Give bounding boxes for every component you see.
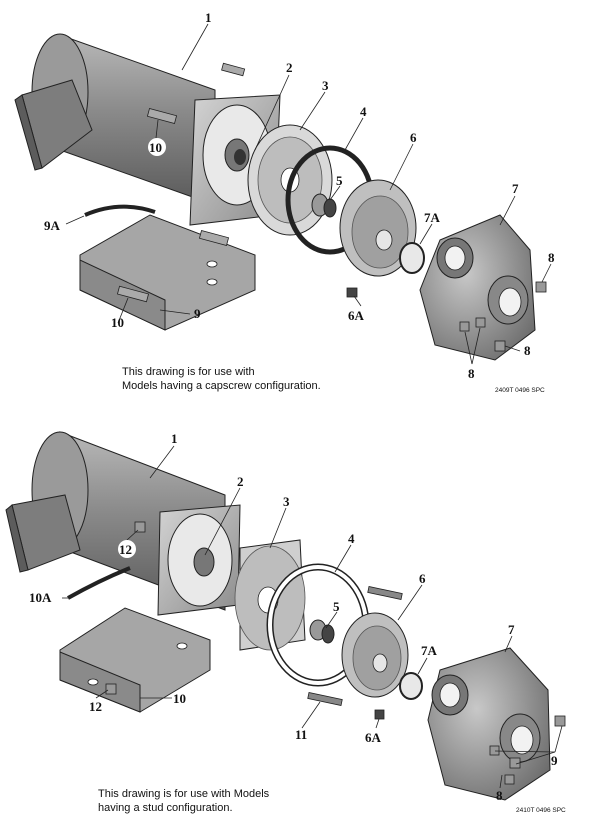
capscrew <box>116 62 246 303</box>
callout-bolt-top: 12 <box>119 542 132 557</box>
callout-capscrew-bottom: 9 <box>194 306 201 321</box>
drain-tube <box>67 566 131 600</box>
shaft-seal <box>309 619 335 644</box>
callout-motor: 1 <box>205 10 212 25</box>
motor-face-plate <box>157 504 241 616</box>
callout-plug-lower-right: 8 <box>524 343 531 358</box>
drawing-code: 2409T 0496 SPC <box>495 387 545 394</box>
plug <box>489 715 566 785</box>
impeller <box>339 179 417 277</box>
impeller-screw <box>346 287 358 298</box>
callout-drain-tube: 10A <box>29 590 52 605</box>
drain-tube <box>84 204 156 217</box>
drain-plug <box>459 281 547 352</box>
impeller <box>341 612 409 698</box>
callout-pump-body: 7 <box>512 181 519 196</box>
impeller-screw <box>374 709 385 720</box>
wear-ring <box>399 672 423 700</box>
callout-capscrew-top: 10 <box>149 140 162 155</box>
callout-bolt-base: 12 <box>89 699 102 714</box>
note-line-1: This drawing is for use with <box>122 366 255 378</box>
callout-shaft-seal: 5 <box>333 599 340 614</box>
callout-plugs-bottom: 8 <box>468 366 475 381</box>
callout-shaft-seal: 5 <box>336 173 343 188</box>
callout-base-screw: 10 <box>173 691 186 706</box>
mounting-base <box>59 607 211 713</box>
callout-impeller: 6 <box>410 130 417 145</box>
callout-plug-right: 8 <box>548 250 555 265</box>
callout-drain-tube: 9A <box>44 218 61 233</box>
stud-configuration-view: 1 2 3 4 5 6 6A 7A 7 8 9 10 10A 11 12 12 … <box>5 431 566 814</box>
pump-body <box>419 214 536 361</box>
motor <box>14 33 216 206</box>
bolt <box>105 521 146 695</box>
seal-plate <box>234 539 306 651</box>
capscrew-configuration-view: 1 2 3 4 5 6 6A 7A 7 8 8 8 9 9A 10 10 Thi… <box>14 10 555 394</box>
callout-wear-ring: 7A <box>424 210 441 225</box>
callout-plugs-right: 9 <box>551 753 558 768</box>
shaft-seal <box>311 193 337 218</box>
note-line-2: Models having a capscrew configuration. <box>122 380 321 392</box>
callout-o-ring: 4 <box>360 104 367 119</box>
stud <box>307 586 403 706</box>
note-line-2: having a stud configuration. <box>98 802 233 814</box>
mounting-base <box>79 214 256 331</box>
callout-seal-seat: 2 <box>286 60 293 75</box>
callout-plug: 8 <box>496 788 503 803</box>
callout-stud: 11 <box>295 727 307 742</box>
callout-pump-body: 7 <box>508 622 515 637</box>
callout-wear-ring: 7A <box>421 643 438 658</box>
callout-seal-plate: 3 <box>283 494 290 509</box>
callout-motor: 1 <box>171 431 178 446</box>
callout-capscrew-base: 10 <box>111 315 124 330</box>
callout-impeller-screw: 6A <box>365 730 382 745</box>
callout-seal-plate: 3 <box>322 78 329 93</box>
callout-seal-seat: 2 <box>237 474 244 489</box>
callout-gasket: 4 <box>348 531 355 546</box>
callout-impeller: 6 <box>419 571 426 586</box>
wear-ring <box>399 242 425 274</box>
drawing-code: 2410T 0496 SPC <box>516 807 566 814</box>
pump-body <box>427 647 551 801</box>
callout-impeller-screw: 6A <box>348 308 365 323</box>
note-line-1: This drawing is for use with Models <box>98 788 270 800</box>
